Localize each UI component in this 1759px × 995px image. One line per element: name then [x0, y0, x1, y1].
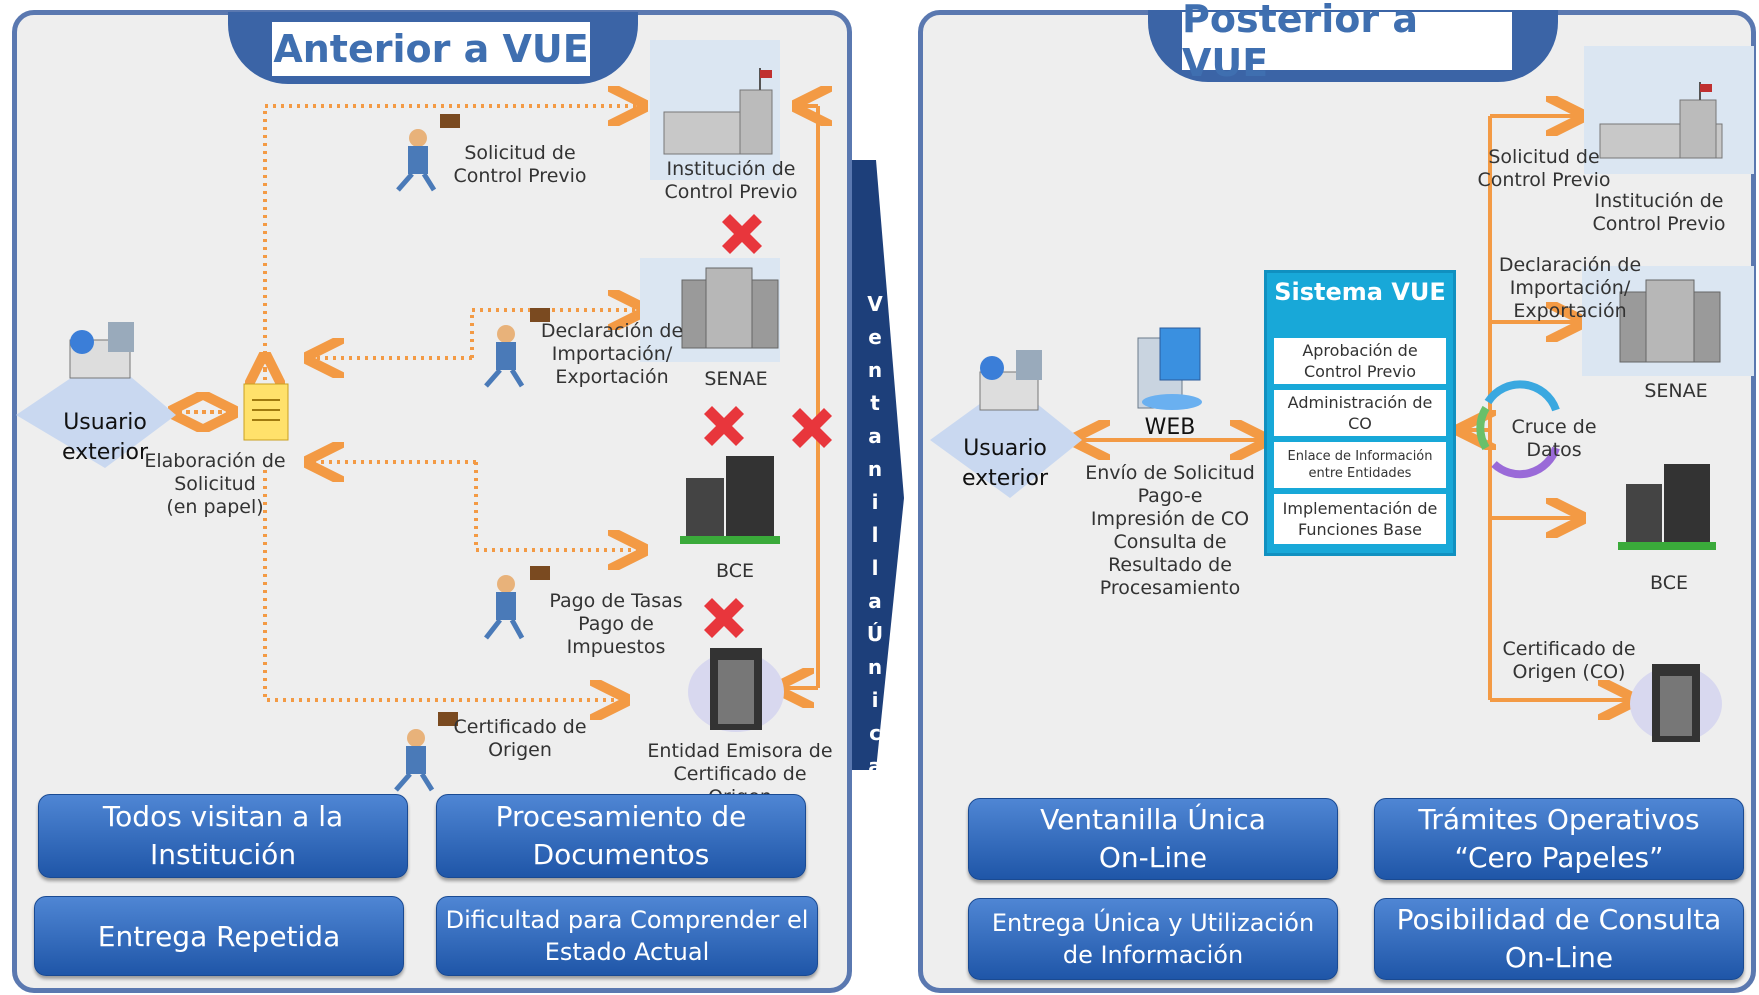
left-building-control — [650, 40, 780, 180]
right-building-bce — [1618, 464, 1716, 550]
runner-2 — [484, 308, 550, 388]
strip-letter: a — [868, 589, 882, 613]
strip-letter: i — [871, 490, 879, 514]
strip-letter: n — [867, 655, 883, 679]
left-building-bce — [680, 456, 780, 544]
vue-system-title: Sistema VUE — [1274, 278, 1446, 306]
right-inst-control: Institución de Control Previo — [1592, 190, 1726, 235]
left-entidad-cert: Entidad Emisora de Certificado de Origen — [647, 740, 833, 808]
left-step-pago: Pago de Tasas Pago de Impuestos — [549, 590, 683, 658]
strip-letter: c — [869, 721, 881, 745]
cross-3 — [792, 408, 832, 448]
right-web-label: WEB — [1144, 415, 1196, 440]
left-title: Anterior a VUE — [272, 22, 590, 76]
left-paper-label: Elaboración de Solicitud (en papel) — [144, 450, 286, 518]
arrow-to-senae — [470, 310, 640, 358]
right-step-declaracion: Declaración de Importación/ Exportación — [1498, 254, 1642, 322]
strip-letter: n — [867, 457, 883, 481]
paper-icon — [243, 383, 289, 441]
vue-item-implementacion: Implementación de Funciones Base — [1274, 494, 1446, 544]
right-button-ventanilla-online: Ventanilla Única On-Line — [968, 798, 1338, 880]
left-button-dificultad: Dificultad para Comprender el Estado Act… — [436, 896, 818, 976]
left-button-procesamiento: Procesamiento de Documentos — [436, 794, 806, 878]
left-step-control: Solicitud de Control Previo — [453, 142, 587, 187]
vue-item-aprobacion: Aprobación de Control Previo — [1274, 338, 1446, 384]
strip-letter: i — [871, 688, 879, 712]
left-senae-label: SENAE — [704, 368, 768, 390]
cross-1 — [722, 214, 762, 254]
cruce-cycle-icon — [1476, 380, 1560, 479]
strip-letter: Ú — [866, 622, 884, 646]
strip-letter: t — [870, 391, 880, 415]
runner-4 — [394, 712, 458, 792]
right-web-services: Envío de Solicitud Pago-e Impresión de C… — [1085, 462, 1255, 599]
right-senae-label: SENAE — [1644, 380, 1708, 402]
cross-2 — [704, 406, 744, 446]
right-user-icon — [930, 350, 1082, 498]
strip-letter: e — [868, 325, 882, 349]
left-step-declaracion: Declaración de Importación/ Exportación — [540, 320, 684, 388]
right-building-control — [1584, 46, 1754, 174]
left-building-cert — [688, 648, 784, 732]
right-cruce-label: Cruce de Datos — [1511, 416, 1597, 461]
runner-3 — [484, 566, 550, 640]
right-building-cert — [1630, 664, 1722, 742]
ventanilla-strip — [852, 160, 904, 770]
left-button-todos-visitan: Todos visitan a la Institución — [38, 794, 408, 878]
strip-letter: V — [867, 292, 883, 316]
left-inst-control: Institución de Control Previo — [664, 158, 798, 203]
left-dotted-arrows — [176, 106, 640, 700]
runner-1 — [396, 114, 460, 192]
right-user-label: Usuario exterior — [962, 436, 1048, 491]
arrow-to-cert — [263, 470, 622, 700]
arrow-to-bce — [474, 462, 640, 550]
left-runner-icons — [394, 114, 550, 792]
right-title: Posterior a VUE — [1182, 0, 1512, 85]
right-building-senae — [1582, 266, 1754, 376]
strip-letter: l — [871, 556, 879, 580]
left-building-senae — [640, 258, 780, 362]
arrow-to-control — [263, 106, 640, 370]
right-bce-label: BCE — [1650, 572, 1688, 594]
left-cross-marks — [704, 214, 832, 638]
left-bce-label: BCE — [716, 560, 754, 582]
vue-item-administracion: Administración de CO — [1274, 390, 1446, 436]
left-step-cert: Certificado de Origen — [453, 716, 587, 761]
vue-item-enlace: Enlace de Información entre Entidades — [1274, 442, 1446, 488]
strip-letter: n — [867, 358, 883, 382]
left-button-entrega-repetida: Entrega Repetida — [34, 896, 404, 976]
strip-letter: a — [868, 754, 882, 778]
right-button-consulta-online: Posibilidad de Consulta On-Line — [1374, 898, 1744, 980]
right-arrows — [1078, 116, 1630, 700]
strip-letter: a — [868, 424, 882, 448]
strip-letter: l — [871, 523, 879, 547]
cross-4 — [704, 598, 744, 638]
left-user-label: Usuario exterior — [62, 410, 148, 465]
right-step-cert: Certificado de Origen (CO) — [1502, 638, 1636, 683]
web-computer-icon — [1137, 327, 1202, 410]
left-user-icon — [16, 322, 176, 468]
right-step-control: Solicitud de Control Previo — [1477, 146, 1611, 191]
right-button-cero-papeles: Trámites Operativos “Cero Papeles” — [1374, 798, 1744, 880]
right-button-entrega-unica: Entrega Única y Utilización de Informaci… — [968, 898, 1338, 980]
